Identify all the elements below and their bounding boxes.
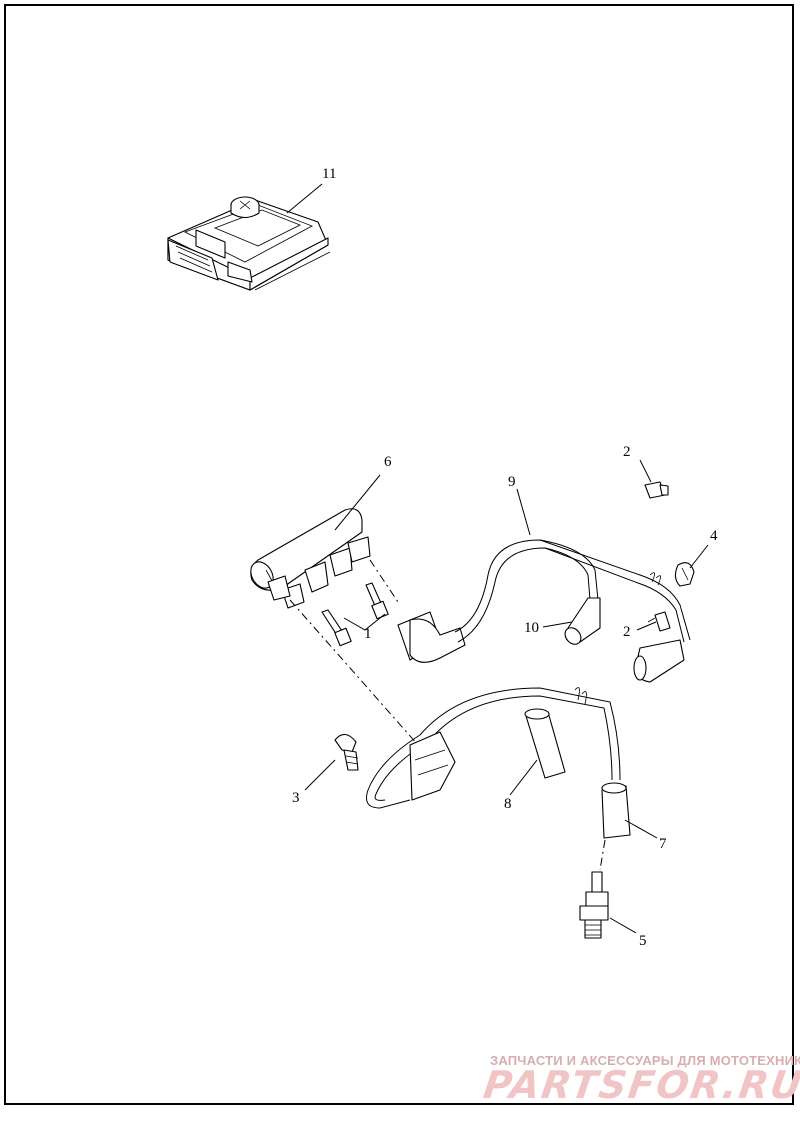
wire-clamp[interactable]	[674, 562, 695, 587]
wire-clip-top[interactable]	[644, 481, 669, 499]
callout-11: 11	[322, 166, 336, 182]
ignition-coil[interactable]	[246, 508, 371, 609]
callout-9: 9	[508, 474, 516, 490]
mounting-bolt-right[interactable]	[365, 582, 389, 620]
diagram-frame	[4, 4, 794, 1105]
leader-11	[286, 183, 323, 214]
plug-wire-set-upper[interactable]	[397, 539, 691, 683]
leader-10	[542, 621, 573, 628]
callout-5: 5	[639, 933, 647, 949]
leader-9	[516, 488, 531, 536]
leader-3	[304, 759, 336, 791]
mounting-bolt-left[interactable]	[321, 609, 352, 647]
callout-1: 1	[364, 626, 372, 642]
callout-2-top: 2	[623, 444, 631, 460]
plug-boot[interactable]	[562, 597, 601, 647]
leader-1	[343, 613, 386, 631]
callout-10: 10	[524, 620, 539, 636]
watermark-logo: PARTSFOR.RU	[480, 1063, 800, 1107]
leader-5	[609, 917, 637, 934]
plug-wire-rear[interactable]	[601, 782, 631, 839]
dash-wire-to-plug	[599, 839, 606, 871]
callout-7: 7	[659, 836, 667, 852]
plug-wire-set-lower[interactable]	[366, 687, 621, 809]
callout-4: 4	[710, 528, 718, 544]
callout-8: 8	[504, 796, 512, 812]
leader-6	[334, 474, 381, 531]
leader-7	[624, 819, 658, 839]
callout-6: 6	[384, 454, 392, 470]
callout-3: 3	[292, 790, 300, 806]
leader-2a	[639, 459, 652, 483]
spark-plug[interactable]	[579, 871, 609, 939]
leader-4	[689, 544, 709, 569]
watermark-tagline: ЗАПЧАСТИ И АКСЕССУАРЫ ДЛЯ МОТОТЕХНИКИ	[490, 1053, 800, 1068]
leader-2b	[636, 621, 657, 631]
dash-coil-to-harness	[289, 599, 419, 746]
plug-wire-front[interactable]	[524, 708, 566, 779]
p-clamp[interactable]	[334, 733, 359, 771]
leader-8	[509, 759, 538, 796]
callout-2-middle: 2	[623, 624, 631, 640]
wire-clip-middle[interactable]	[647, 611, 671, 632]
ecm-module[interactable]	[167, 196, 331, 291]
